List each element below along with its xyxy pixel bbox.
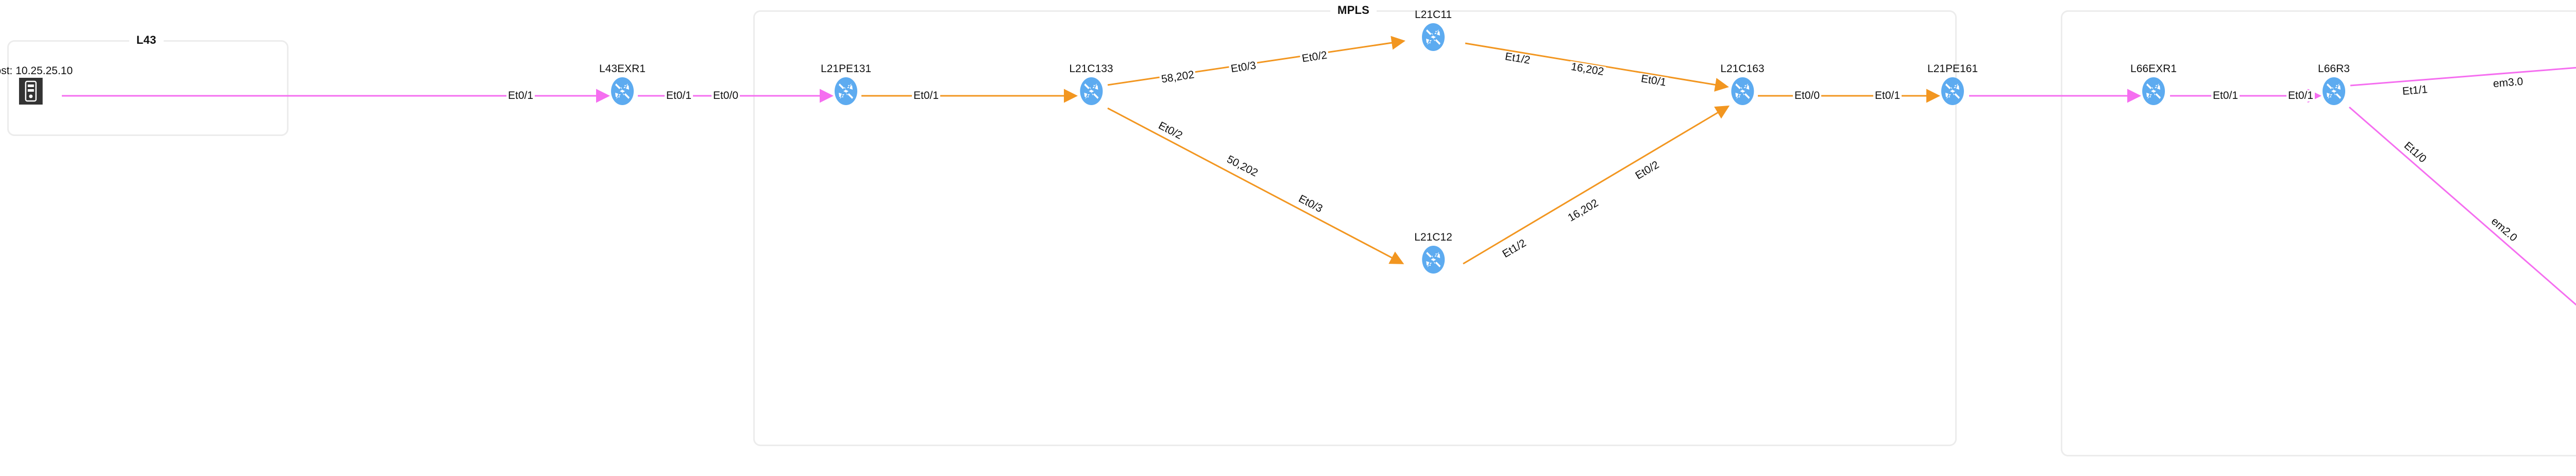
edge-label: Et0/1 [665, 90, 693, 102]
node-l21c163[interactable]: L21C163 [1720, 63, 1765, 107]
edge-label: Et0/1 [912, 90, 941, 102]
node-label: L66R3 [2318, 63, 2350, 75]
edge-label: Et0/1 [1873, 90, 1902, 102]
group-box-ostrava [2061, 10, 2576, 456]
router-icon [1415, 22, 1452, 53]
node-label: L21C11 [1414, 9, 1452, 21]
host-icon [0, 78, 73, 105]
node-l21pe161[interactable]: L21PE161 [1927, 63, 1978, 107]
edge-label: Et0/1 [506, 90, 535, 102]
node-label: host: 10.25.25.10 [0, 65, 73, 77]
router-icon [1414, 244, 1452, 275]
node-l66exr1[interactable]: L66EXR1 [2130, 63, 2177, 107]
edge-label: Et0/0 [711, 90, 740, 102]
node-label: L21C163 [1720, 63, 1765, 75]
node-label: L21PE131 [820, 63, 872, 75]
node-label: L21C12 [1414, 231, 1452, 243]
node-label: L21C133 [1069, 63, 1113, 75]
edge-label: Et1/1 [2400, 83, 2430, 98]
edge-label: Et0/1 [2286, 90, 2315, 102]
router-icon [1720, 76, 1764, 107]
node-label: L21PE161 [1927, 63, 1978, 75]
router-icon [1927, 76, 1978, 107]
router-icon [2130, 76, 2177, 107]
node-l21pe131[interactable]: L21PE131 [821, 63, 871, 107]
node-l21c12[interactable]: L21C12 [1414, 232, 1452, 275]
edge-label: Et0/1 [2211, 90, 2240, 102]
node-host-left[interactable]: host: 10.25.25.10 [0, 65, 73, 105]
node-label: L43EXR1 [599, 63, 646, 75]
node-l43exr1[interactable]: L43EXR1 [599, 63, 646, 107]
router-icon [2318, 76, 2350, 107]
edge-label: Et0/0 [1793, 90, 1822, 102]
router-icon [599, 76, 646, 107]
node-l21c11[interactable]: L21C11 [1415, 9, 1452, 53]
node-label: L66EXR1 [2130, 63, 2177, 75]
node-l66r3[interactable]: L66R3 [2318, 63, 2350, 107]
group-title-l43: L43 [129, 33, 164, 47]
router-icon [1069, 76, 1113, 107]
group-title-mpls: MPLS [1330, 4, 1377, 17]
node-l21c133[interactable]: L21C133 [1069, 63, 1113, 107]
router-icon [821, 76, 871, 107]
